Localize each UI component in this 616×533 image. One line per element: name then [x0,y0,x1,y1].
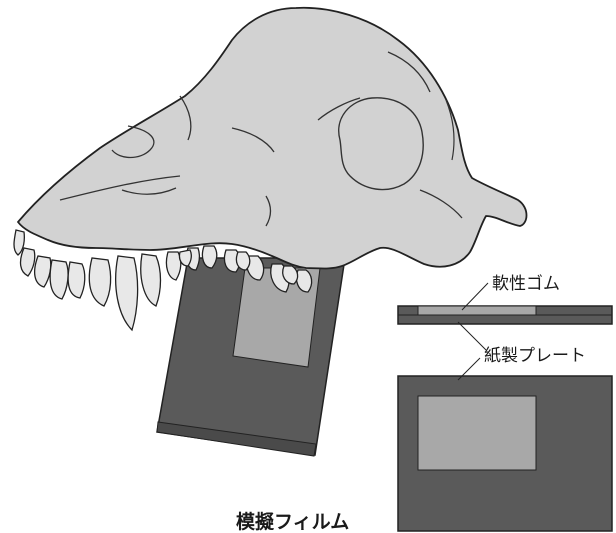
skull-ridge [231,127,275,153]
leader-soft-rubber [461,282,489,311]
label-soft-rubber: 軟性ゴム [492,273,560,294]
canine-tooth [115,255,139,332]
teeth-front [178,249,299,285]
film-in-mouth [156,257,346,457]
label-mock-film: 模擬フィルム [236,510,349,533]
skull-ridge [387,51,431,93]
label-paper-plate: 紙製プレート [484,346,586,366]
skull-ridge [419,189,463,219]
plate-cross-section [397,305,613,325]
skull-ridge [317,97,361,121]
canine-tooth [140,253,162,307]
skull-ridge [121,187,177,195]
skull-ridge [445,99,455,161]
skull-ridge [265,195,272,227]
leader-paper-plate-top [457,321,487,351]
tooth [33,255,52,288]
skull-ridge [179,95,192,141]
soft-rubber-section [417,305,537,316]
tooth [165,251,182,281]
leader-paper-plate-bottom [457,357,481,381]
film-sheet [417,395,537,471]
tooth [178,249,192,267]
teeth-back [13,229,313,332]
tooth [201,245,218,269]
tooth [13,229,25,256]
tooth [282,265,299,285]
eye-orbit [338,97,424,191]
tooth [67,261,86,299]
tooth [49,259,69,300]
film-bottom-edge [156,421,317,457]
dog-skull [17,6,528,270]
canine-tooth [88,257,112,307]
skull-ridge [59,175,181,201]
tooth [235,251,251,271]
skull-outline [17,6,528,270]
tooth [19,247,36,277]
skull-ridge [111,125,155,159]
film-plan-view [397,375,613,532]
